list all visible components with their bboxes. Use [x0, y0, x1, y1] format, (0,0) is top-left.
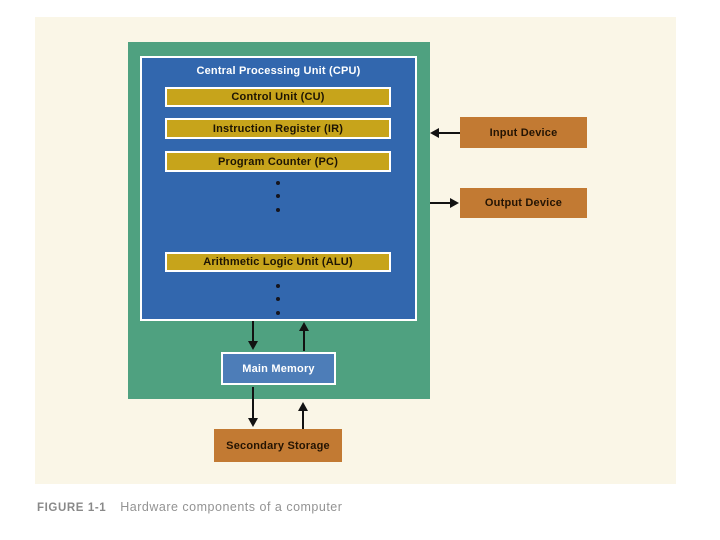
control-unit-bar: Control Unit (CU) — [165, 87, 391, 107]
ellipsis-dot — [276, 284, 280, 288]
alu-bar: Arithmetic Logic Unit (ALU) — [165, 252, 391, 272]
program-counter-bar: Program Counter (PC) — [165, 151, 391, 172]
ellipsis-dot — [276, 181, 280, 185]
figure-caption-label: FIGURE 1-1 — [37, 502, 107, 514]
figure-caption-text: Hardware components of a computer — [120, 500, 343, 514]
secondary-storage-box: Secondary Storage — [214, 429, 342, 462]
figure-caption: FIGURE 1-1 Hardware components of a compu… — [37, 500, 342, 514]
ellipsis-dot — [276, 194, 280, 198]
ellipsis-dot — [276, 311, 280, 315]
cpu-title: Central Processing Unit (CPU) — [196, 65, 361, 77]
ellipsis-dot — [276, 297, 280, 301]
input-device-box: Input Device — [460, 117, 587, 148]
instruction-register-bar: Instruction Register (IR) — [165, 118, 391, 139]
main-memory-box: Main Memory — [221, 352, 336, 385]
ellipsis-dot — [276, 208, 280, 212]
output-device-box: Output Device — [460, 188, 587, 218]
